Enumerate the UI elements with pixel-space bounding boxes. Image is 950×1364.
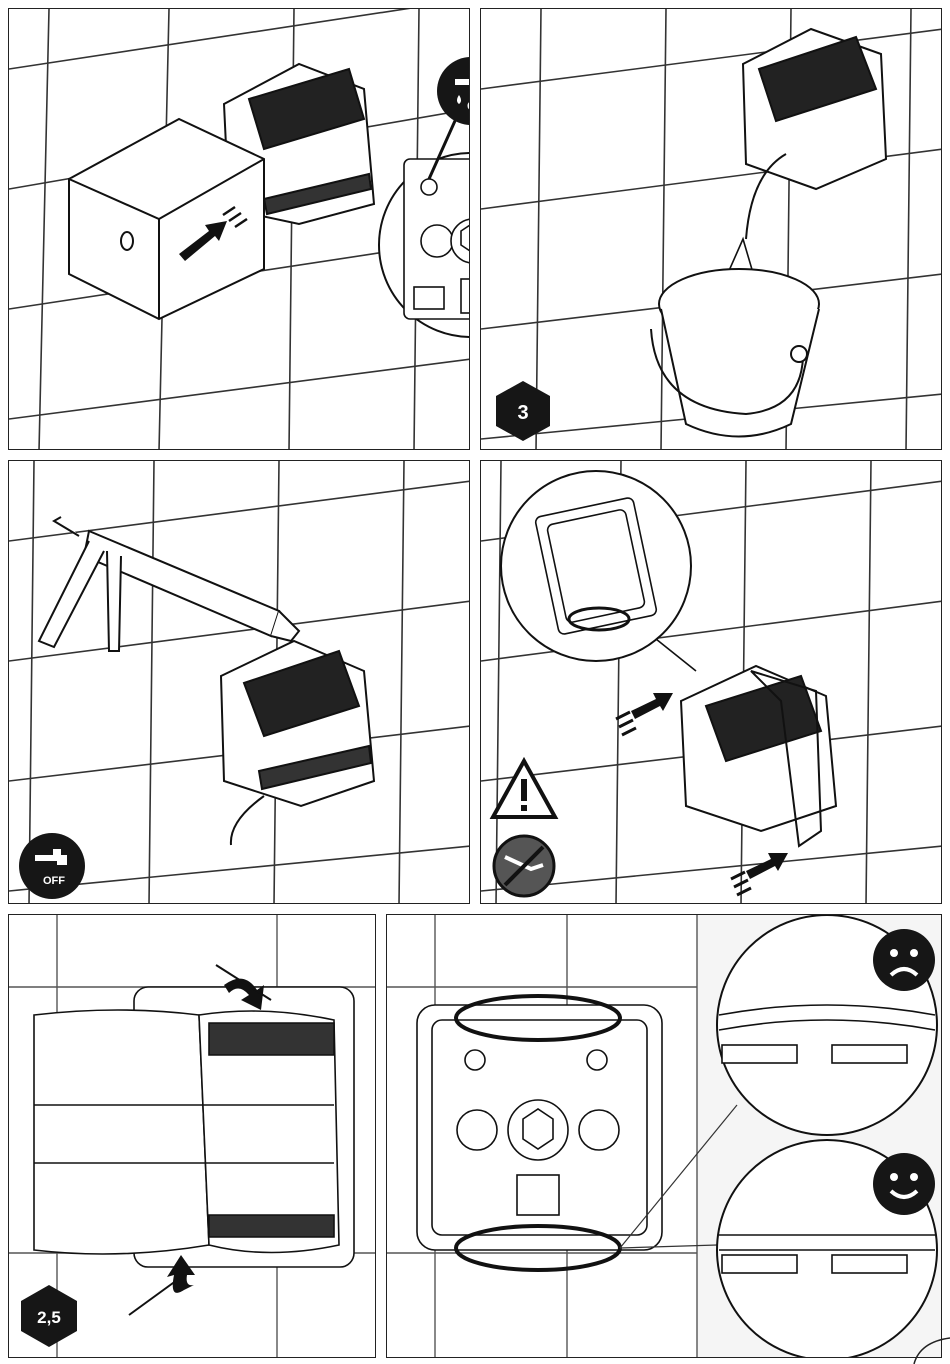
step-badge-torque: 2,5: [14, 1281, 84, 1351]
push-arrow-bottom: [731, 853, 788, 895]
push-arrow-top: [616, 693, 673, 735]
sad-face-icon: [873, 929, 935, 991]
step-badge-flush: 3: [489, 377, 557, 445]
sad-face-badge: [873, 929, 935, 991]
no-allen-key-icon: [491, 833, 557, 899]
happy-face-badge: [873, 1153, 935, 1215]
caulk-gun: [39, 517, 299, 651]
illustration-remove-cover: [9, 9, 470, 450]
protective-cover: [69, 119, 264, 319]
panel-tighten: 2,5: [8, 914, 376, 1358]
water-off-badge: OFF: [19, 833, 85, 899]
panel-flush: 3: [480, 8, 942, 450]
valve-body: [404, 159, 470, 319]
bucket: [651, 269, 819, 437]
step-number-flush: 3: [517, 402, 528, 424]
page-corner: [910, 1336, 950, 1364]
panel-check-alignment: [386, 914, 942, 1358]
installation-box: [221, 641, 374, 806]
panel-seal: OFF: [8, 460, 470, 904]
water-off-label: OFF: [43, 875, 65, 887]
faucet-icon: [19, 833, 85, 899]
illustration-check-alignment: [387, 915, 942, 1358]
panel-attach-frame: [480, 460, 942, 904]
happy-face-icon: [873, 1153, 935, 1215]
faucet-icon: [437, 57, 470, 125]
screwdriver-bottom: [129, 1275, 184, 1315]
panel-remove-cover: ON: [8, 8, 470, 450]
step-number-torque: 2,5: [37, 1308, 61, 1327]
hose: [231, 796, 264, 845]
installation-box: [743, 29, 886, 189]
installation-box: [681, 666, 836, 846]
water-on-badge: ON: [437, 57, 470, 125]
warning-triangle-icon: [489, 757, 559, 821]
water-on-label: ON: [467, 99, 470, 113]
frame-and-box: [34, 987, 354, 1267]
